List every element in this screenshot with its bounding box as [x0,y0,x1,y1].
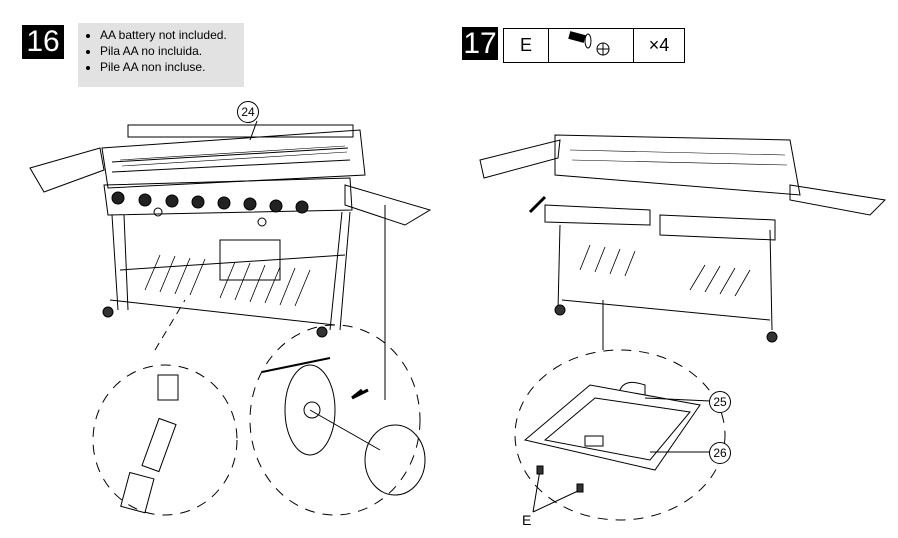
grill-illustration-step17 [249,120,887,521]
note-english: AA battery not included. [100,27,244,43]
screw-icon [548,28,634,63]
note-spanish: Pila AA no incluida. [100,43,244,59]
grill-illustration-step16 [29,124,432,516]
part-quantity: ×4 [633,28,685,63]
part-label-e: E [522,512,532,528]
parts-table: E ×4 [503,28,685,63]
callout-25: 25 [709,391,731,413]
step-16-number: 16 [22,25,64,59]
note-french: Pile AA non incluse. [100,59,244,75]
battery-note: AA battery not included. Pila AA no incl… [78,23,244,87]
callout-26: 26 [709,442,731,464]
callout-24: 24 [237,101,259,123]
part-letter: E [503,28,549,63]
step-17-number: 17 [462,27,498,60]
